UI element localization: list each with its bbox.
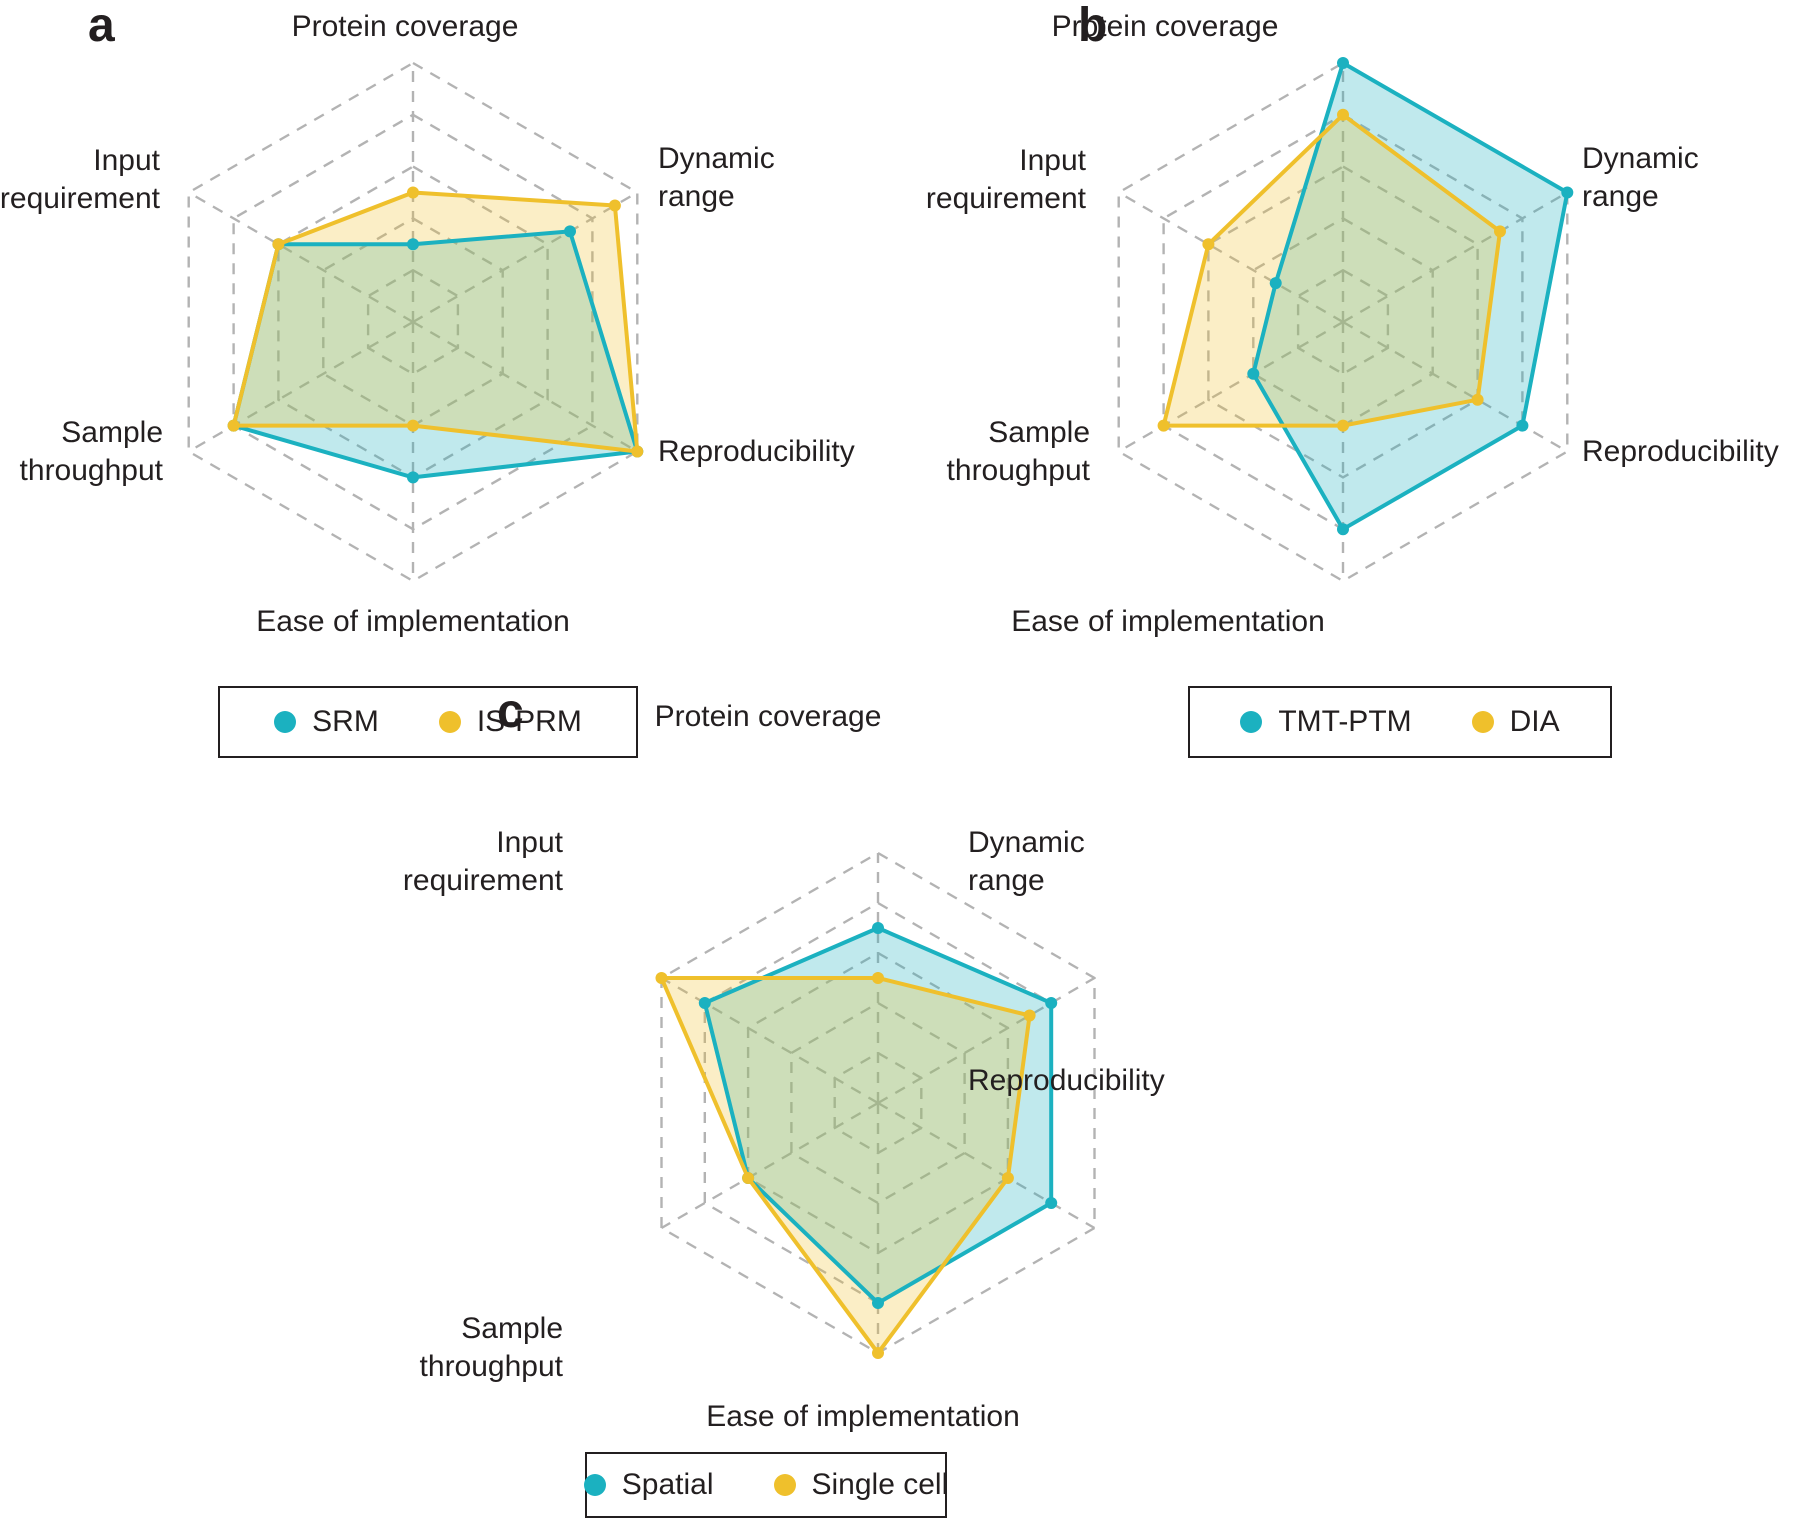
data-point-is-prm-reproducibility (631, 445, 644, 458)
data-point-single-cell-protein-coverage (872, 972, 884, 984)
data-point-srm-dynamic-range (564, 225, 576, 238)
data-point-is-prm-protein-coverage (407, 186, 419, 199)
data-point-dia-ease-of-implementation (1337, 419, 1349, 432)
grid-spoke-sample-throughput (1118, 320, 1344, 453)
axis-label-protein-coverage: Protein coverage (1051, 10, 1279, 43)
legend-dot-spatial (583, 1474, 606, 1496)
legend-item-spatial: Spatial (583, 1468, 714, 1502)
legend-item-single-cell: Single cell (773, 1468, 949, 1502)
radar-panel-a (187, 61, 644, 583)
data-point-srm-protein-coverage (407, 238, 419, 251)
data-point-spatial-reproducibility (1045, 1197, 1058, 1209)
legend-item-srm: SRM (274, 705, 379, 739)
data-point-tmt-ptm-protein-coverage (1337, 57, 1349, 69)
data-point-srm-ease-of-implementation (407, 471, 419, 484)
legend-item-tmt-ptm: TMT-PTM (1240, 705, 1412, 739)
legend-box-b: TMT-PTM DIA (1188, 686, 1612, 758)
grid-spoke-reproducibility (412, 320, 638, 453)
axis-label-input-requirement: Input requirement (925, 144, 1086, 215)
legend-label-spatial: Spatial (621, 1468, 714, 1501)
legend-label-dia: DIA (1509, 705, 1560, 738)
legend-label-srm: SRM (312, 705, 379, 738)
axis-label-protein-coverage: Protein coverage (654, 700, 882, 733)
axis-label-input-requirement: Input requirement (402, 826, 563, 897)
data-point-single-cell-reproducibility (1001, 1172, 1014, 1184)
data-point-tmt-ptm-ease-of-implementation (1337, 523, 1349, 536)
grid-spoke-input-requirement (188, 191, 414, 324)
grid-spoke-sample-throughput (660, 1101, 879, 1230)
grid-ring-3 (1207, 165, 1479, 479)
legend-box-a: SRM IS-PRM (218, 686, 638, 758)
grid-spoke-input-requirement (660, 976, 879, 1105)
data-point-tmt-ptm-reproducibility (1516, 419, 1529, 432)
axis-label-ease-of-implementation: Ease of implementation (706, 1400, 1020, 1433)
axis-label-input-requirement: Input requirement (0, 144, 160, 215)
grid-spoke-reproducibility (1342, 320, 1568, 453)
axis-label-dynamic-range: Dynamic range (968, 826, 1085, 897)
legend-label-single-cell: Single cell (811, 1468, 949, 1501)
legend-item-dia: DIA (1471, 705, 1560, 739)
data-point-single-cell-dynamic-range (1023, 1009, 1036, 1022)
series-fill-dia (1163, 114, 1500, 426)
radar-panel-c (655, 851, 1096, 1359)
series-fill-single-cell (661, 978, 1030, 1353)
legend-label-is-prm: IS-PRM (476, 705, 582, 738)
data-point-spatial-dynamic-range (1045, 997, 1058, 1009)
data-point-dia-protein-coverage (1337, 108, 1349, 121)
legend-dot-tmt-ptm (1240, 711, 1263, 733)
axis-label-reproducibility: Reproducibility (968, 1064, 1165, 1097)
data-point-dia-reproducibility (1471, 393, 1484, 406)
legend-dot-is-prm (438, 711, 461, 733)
axis-label-protein-coverage: Protein coverage (291, 10, 519, 43)
axis-label-sample-throughput: Sample throughput (946, 416, 1090, 487)
legend-dot-dia (1471, 711, 1494, 733)
legend-box-c: Spatial Single cell (583, 1452, 949, 1518)
data-point-single-cell-ease-of-implementation (872, 1347, 884, 1359)
grid-spoke-sample-throughput (188, 320, 414, 453)
series-fill-tmt-ptm (1253, 63, 1568, 530)
data-point-is-prm-dynamic-range (608, 199, 621, 212)
panel-letter-a: a (88, 0, 115, 52)
series-fill-spatial (704, 928, 1052, 1303)
legend-dot-srm (274, 711, 297, 733)
data-point-is-prm-ease-of-implementation (407, 419, 419, 432)
legend-label-tmt-ptm: TMT-PTM (1278, 705, 1412, 738)
data-point-tmt-ptm-dynamic-range (1561, 186, 1574, 199)
radar-panel-b (1117, 57, 1574, 583)
data-point-single-cell-input-requirement (655, 972, 668, 984)
grid-spoke-dynamic-range (412, 191, 638, 324)
grid-spoke-dynamic-range (877, 976, 1096, 1105)
data-point-is-prm-input-requirement (272, 238, 285, 251)
series-fill-is-prm (233, 192, 638, 452)
panel-letter-b: b (1078, 0, 1108, 52)
grid-spoke-input-requirement (1118, 191, 1344, 324)
data-point-dia-input-requirement (1202, 238, 1215, 251)
legend-dot-single-cell (773, 1474, 796, 1496)
panel-letter-c: c (497, 685, 524, 738)
data-point-dia-dynamic-range (1494, 225, 1506, 238)
axis-label-sample-throughput: Sample throughput (19, 416, 163, 487)
axis-label-reproducibility: Reproducibility (658, 435, 855, 468)
legend-item-is-prm: IS-PRM (438, 705, 582, 739)
data-point-tmt-ptm-sample-throughput (1247, 367, 1260, 380)
axis-label-ease-of-implementation: Ease of implementation (256, 605, 570, 638)
series-fill-srm (233, 231, 638, 478)
axis-label-sample-throughput: Sample throughput (419, 1312, 563, 1383)
grid-spoke-dynamic-range (1342, 191, 1568, 324)
data-point-single-cell-sample-throughput (742, 1172, 755, 1184)
data-point-spatial-input-requirement (698, 997, 711, 1009)
data-point-spatial-protein-coverage (872, 922, 884, 934)
axis-label-dynamic-range: Dynamic range (1582, 142, 1699, 213)
grid-spoke-reproducibility (877, 1101, 1096, 1230)
data-point-is-prm-sample-throughput (227, 419, 240, 432)
data-point-tmt-ptm-input-requirement (1269, 277, 1282, 290)
data-point-spatial-ease-of-implementation (872, 1297, 884, 1309)
axis-label-dynamic-range: Dynamic range (658, 142, 775, 213)
data-point-dia-sample-throughput (1157, 419, 1170, 432)
axis-label-reproducibility: Reproducibility (1582, 435, 1779, 468)
axis-label-ease-of-implementation: Ease of implementation (1011, 605, 1325, 638)
